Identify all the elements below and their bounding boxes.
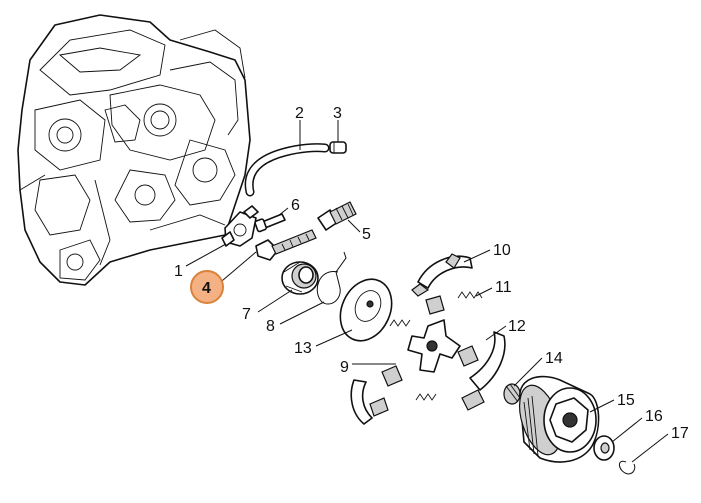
label-part-5[interactable]: 5: [362, 226, 371, 243]
label-part-7[interactable]: 7: [242, 306, 251, 323]
label-part-2[interactable]: 2: [295, 105, 304, 122]
part-11-clutch-spring: [457, 291, 483, 299]
leader-lines: [185, 120, 669, 463]
label-part-3[interactable]: 3: [333, 105, 342, 122]
label-part-4[interactable]: 4: [202, 280, 211, 297]
label-part-1[interactable]: 1: [174, 263, 183, 280]
part-5-valve: [317, 201, 357, 231]
label-part-10[interactable]: 10: [493, 242, 511, 259]
part-2-oil-hose: [244, 143, 330, 197]
part-1-oil-pump: [221, 205, 259, 247]
label-part-16[interactable]: 16: [645, 408, 663, 425]
part-16-washer: [593, 435, 615, 461]
label-part-9[interactable]: 9: [340, 359, 349, 376]
part-17-e-clip: [619, 460, 636, 475]
engine-housing: [17, 14, 251, 286]
label-part-6[interactable]: 6: [291, 197, 300, 214]
highlight-marker: [190, 270, 224, 304]
clutch-carrier: [407, 295, 461, 373]
part-4-worm-gear: [255, 229, 317, 261]
label-part-8[interactable]: 8: [266, 318, 275, 335]
label-part-17[interactable]: 17: [671, 425, 689, 442]
part-14-needle-bearing: [503, 383, 521, 405]
label-part-12[interactable]: 12: [508, 318, 526, 335]
label-part-11[interactable]: 11: [495, 279, 512, 296]
part-7-needle-cage: [281, 261, 319, 295]
part-10-clutch-shoe: [411, 253, 473, 297]
part-12-clutch-shoe: [457, 331, 506, 411]
label-part-15[interactable]: 15: [617, 392, 635, 409]
clutch-spring-small: [389, 319, 411, 327]
label-part-14[interactable]: 14: [545, 350, 563, 367]
part-3-sleeve: [329, 141, 347, 154]
part-13-cover-disc: [339, 278, 393, 342]
label-part-13[interactable]: 13: [294, 340, 312, 357]
part-6-screw: [254, 213, 286, 233]
part-15-clutch-drum: [518, 375, 600, 463]
part-9-clutch-shoe: [350, 365, 437, 425]
callout-labels: 1 2 3 4 5 6 7 8 9 10 11 12 13 14 15 16 1…: [174, 105, 689, 442]
part-8-spring-clip: [316, 251, 347, 305]
